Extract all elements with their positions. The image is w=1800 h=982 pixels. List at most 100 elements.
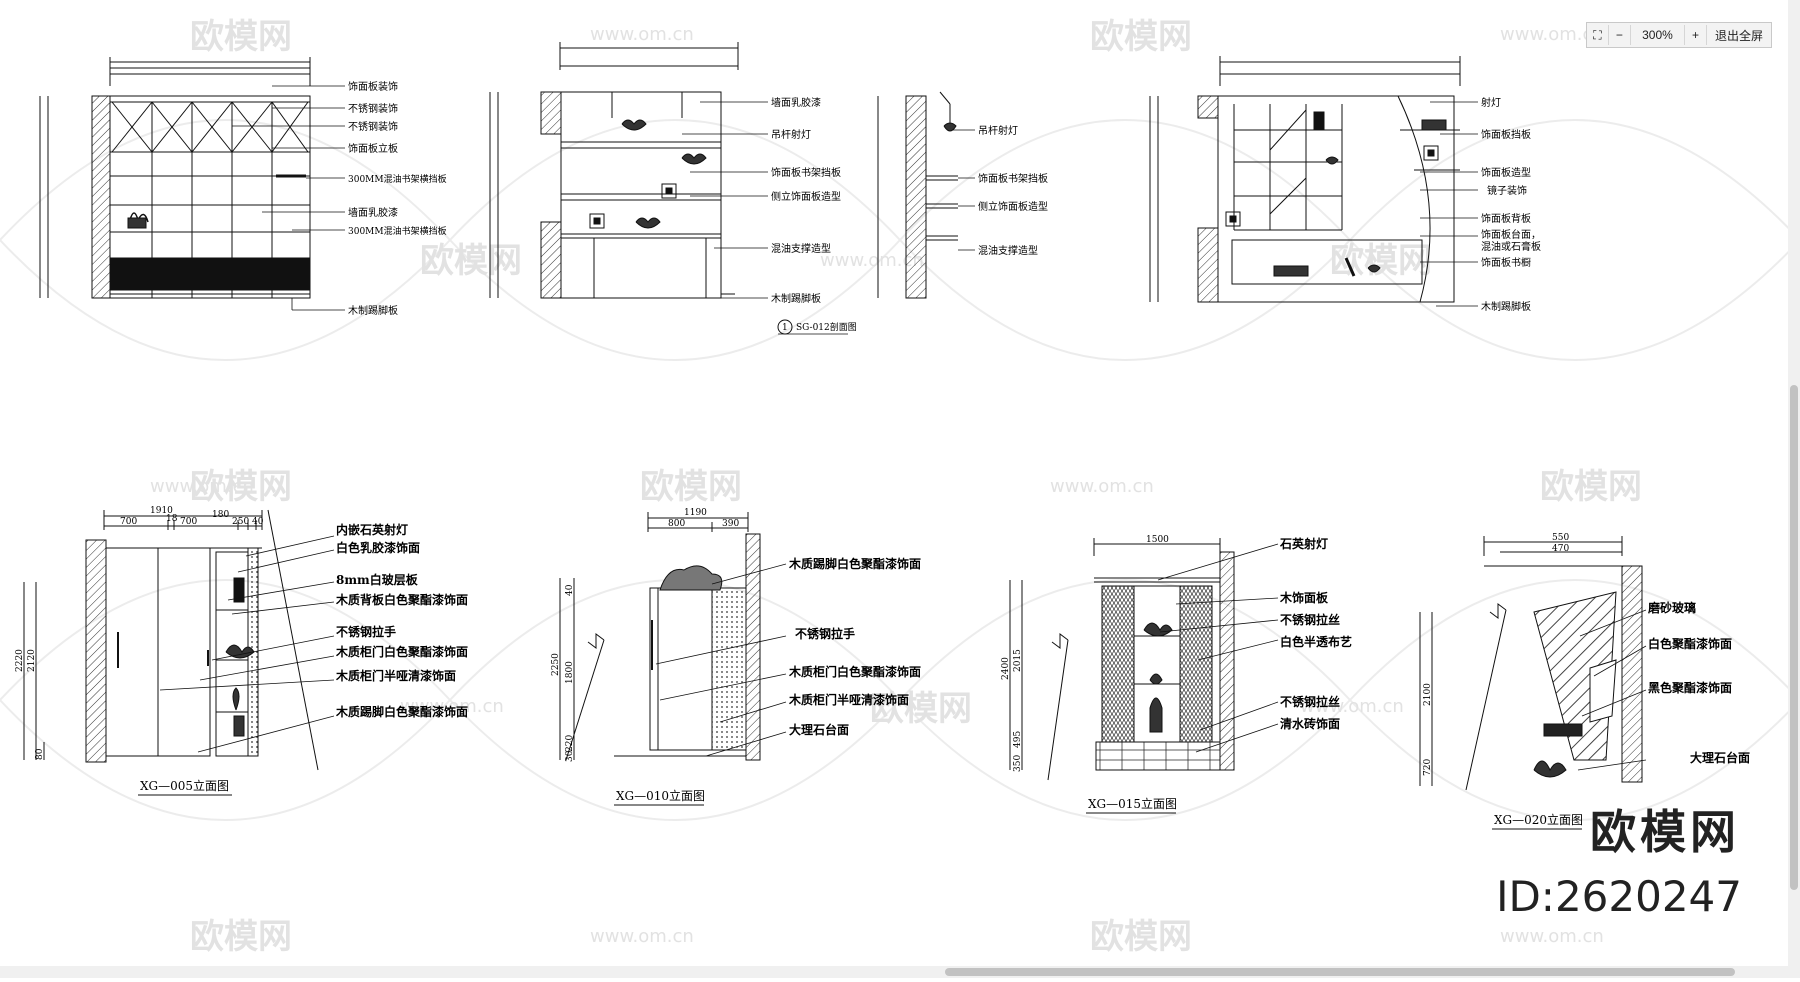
fit-screen-button[interactable]: ⛶: [1587, 25, 1609, 45]
watermark-site: www.om.cn: [150, 476, 254, 497]
dimension-label: 800: [668, 519, 685, 529]
callout-label: 内嵌石英射灯: [336, 522, 408, 537]
drawing-1-bookcase-elevation: [39, 57, 311, 299]
drawing-3-leaders: [952, 129, 975, 251]
dimension-label: 18: [166, 514, 178, 524]
zoom-out-button[interactable]: −: [1609, 25, 1631, 45]
callout-label: 吊杆射灯: [771, 129, 811, 141]
dimension-label: 2400: [1001, 657, 1011, 680]
callout-label: 大理石台面: [1690, 750, 1750, 765]
horizontal-scrollbar[interactable]: [0, 966, 1800, 978]
watermark-site: www.om.cn: [590, 926, 694, 947]
callout-label: 大理石台面: [789, 722, 849, 737]
watermark-brand: 欧模网: [190, 917, 292, 957]
watermark-brand-large: 欧模网: [1590, 805, 1740, 859]
dimension-label: 390: [722, 519, 739, 529]
zoom-toolbar: ⛶ − 300% + 退出全屏: [1586, 22, 1772, 48]
watermark-site: www.om.cn: [820, 250, 924, 271]
drawing-8-leaders: [1577, 609, 1647, 771]
watermark-site: www.om.cn: [590, 24, 694, 45]
watermark-brand: 欧模网: [1330, 241, 1432, 281]
plus-icon: +: [1692, 28, 1700, 42]
callout-label: 300MM混油书架横挡板: [348, 225, 447, 237]
dimension-label: 40: [252, 517, 264, 527]
dimension-label: 30: [565, 750, 575, 762]
callout-label: 黑色聚酯漆饰面: [1648, 680, 1732, 695]
drawing-7-leaders: [1157, 543, 1279, 753]
dimension-label: 1500: [1146, 535, 1169, 545]
dimension-label: 350: [1013, 755, 1023, 772]
callout-label: 饰面板挡板: [1481, 128, 1531, 141]
callout-label: 饰面板台面，: [1481, 228, 1541, 241]
dimension-label: 180: [212, 510, 229, 520]
exit-fullscreen-button[interactable]: 退出全屏: [1715, 28, 1764, 43]
callout-label: 侧立饰面板造型: [978, 200, 1048, 213]
watermark-brand: 欧模网: [1090, 917, 1192, 957]
watermark-brand: 欧模网: [190, 17, 292, 57]
watermark-site: www.om.cn: [1500, 24, 1604, 45]
callout-label: 饰面板背板: [1481, 212, 1531, 225]
section-marker-number: 1: [782, 323, 788, 333]
drawing-4-labels: 射灯 饰面板挡板 饰面板造型 镜子装饰 饰面板背板 饰面板台面， 混油或石膏板 …: [1481, 97, 1541, 313]
dimension-label: 550: [1552, 533, 1569, 543]
callout-label: 木制踢脚板: [348, 304, 398, 317]
drawing-caption: XG—015立面图: [1088, 796, 1177, 811]
drawing-6-labels: 1190 800 390 2250 1800 30 40 220 木质踢脚白色聚…: [551, 508, 921, 806]
dimension-label: 80: [35, 748, 45, 760]
callout-label: 不锈钢拉丝: [1280, 694, 1340, 709]
drawing-5-leaders: [159, 535, 335, 753]
dimension-label: 220: [565, 735, 575, 752]
dimension-label: 2015: [1013, 649, 1023, 672]
drawing-3-side-section: [877, 91, 958, 299]
dimension-label: 2120: [27, 649, 37, 672]
horizontal-scrollbar-thumb[interactable]: [945, 968, 1735, 976]
watermark-site: www.om.cn: [1500, 926, 1604, 947]
callout-label: 木质柜门半哑清漆饰面: [335, 668, 456, 683]
drawing-caption: XG—020立面图: [1494, 812, 1583, 827]
callout-label: 混油支撑造型: [771, 242, 831, 255]
zoom-level: 300%: [1642, 28, 1673, 42]
watermark-brand: 欧模网: [1540, 467, 1642, 507]
drawing-1-leaders: [232, 85, 345, 311]
callout-label: 不锈钢装饰: [348, 102, 398, 115]
minus-icon: −: [1615, 28, 1623, 42]
callout-label: 混油支撑造型: [978, 244, 1038, 257]
zoom-in-button[interactable]: +: [1684, 25, 1707, 45]
drawing-2-section: [489, 42, 739, 299]
dimension-label: 1910: [150, 506, 173, 516]
dimension-label: 1190: [684, 508, 707, 518]
vertical-scrollbar-thumb[interactable]: [1790, 385, 1798, 890]
dimension-label: 2250: [551, 653, 561, 676]
dimension-label: 700: [180, 517, 197, 527]
drawing-2-labels: 墙面乳胶漆 吊杆射灯 饰面板书架挡板 侧立饰面板造型 混油支撑造型 木制踢脚板 …: [771, 96, 857, 335]
callout-label: 镜子装饰: [1487, 184, 1527, 197]
dimension-label: 720: [1423, 759, 1433, 776]
drawing-4-elevation: [1149, 56, 1461, 303]
drawing-1-labels: 饰面板装饰 不锈钢装饰 不锈钢装饰 饰面板立板 300MM混油书架横挡板 墙面乳…: [348, 80, 447, 317]
callout-label: 木饰面板: [1279, 590, 1329, 605]
watermark-id: ID:2620247: [1496, 872, 1742, 921]
callout-label: 不锈钢拉丝: [1280, 612, 1340, 627]
callout-label: 木质背板白色聚酯漆饰面: [335, 592, 468, 607]
watermark-brand: 欧模网: [190, 467, 292, 507]
watermark-site: www.om.cn: [400, 696, 504, 717]
vertical-scrollbar[interactable]: [1788, 0, 1800, 966]
drawing-6-xg010: [559, 512, 761, 761]
callout-label: 侧立饰面板造型: [771, 190, 841, 203]
dimension-label: 250: [232, 517, 249, 527]
drawing-8-xg020: [1419, 536, 1643, 791]
callout-label: 饰面板立板: [348, 142, 398, 155]
callout-label: 白色聚酯漆饰面: [1648, 636, 1732, 651]
drawing-7-xg015: [1009, 538, 1235, 781]
callout-label: 木质柜门半哑清漆饰面: [788, 692, 909, 707]
callout-label: 饰面板装饰: [348, 80, 398, 93]
watermark-site: www.om.cn: [1050, 476, 1154, 497]
callout-label: 300MM混油书架横挡板: [348, 173, 447, 185]
callout-label: 白色乳胶漆饰面: [336, 540, 420, 555]
callout-label: 墙面乳胶漆: [771, 96, 821, 109]
callout-label: 8mm白玻层板: [336, 572, 419, 587]
callout-label: 混油或石膏板: [1481, 240, 1541, 253]
callout-label: 木质踢脚白色聚酯漆饰面: [335, 704, 468, 719]
